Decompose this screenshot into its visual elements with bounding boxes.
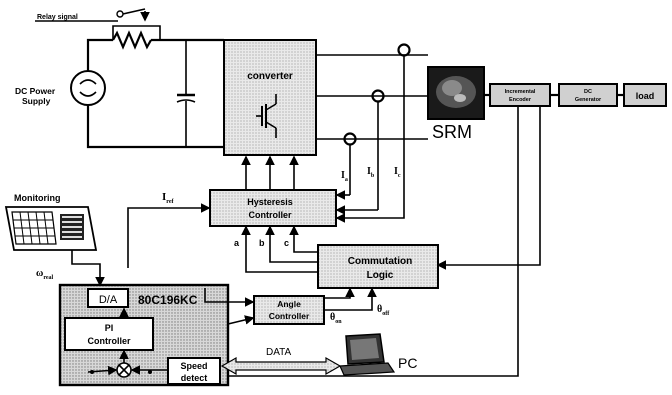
converter-box xyxy=(223,39,317,156)
hysteresis-label1: Hysteresis xyxy=(247,197,293,207)
omega-real-label: ωreal xyxy=(36,268,54,281)
current-sensor-c xyxy=(397,43,411,57)
ic-label: Ic xyxy=(394,166,401,179)
iref-label: Iref xyxy=(162,191,174,205)
load-box xyxy=(623,83,667,107)
speed-detect-label1: Speed xyxy=(180,361,207,371)
resistor-symbol xyxy=(112,30,152,50)
theta-on-label: θon xyxy=(330,312,342,325)
phase-a-label: a xyxy=(234,238,240,248)
dc-power-supply-label1: DC Power xyxy=(15,86,56,96)
monitoring-screen-icon xyxy=(4,206,98,251)
data-label: DATA xyxy=(266,347,292,358)
relay-signal-box xyxy=(35,10,130,21)
relay-signal-label: Relay signal xyxy=(37,14,78,21)
ib-label: Ib xyxy=(367,166,375,179)
pc-label: PC xyxy=(398,355,417,371)
pi-label2: Controller xyxy=(87,336,130,346)
speed-detect-label2: detect xyxy=(181,373,208,383)
angle-label1: Angle xyxy=(277,299,301,309)
load-label: load xyxy=(636,91,655,101)
commutation-label2: Logic xyxy=(367,270,394,281)
hysteresis-controller-box xyxy=(209,189,337,227)
dc-generator-label1: DC xyxy=(584,89,592,95)
dc-generator-label2: Generator xyxy=(575,97,602,103)
monitoring-label: Monitoring xyxy=(14,193,61,203)
transistor-icon xyxy=(256,94,277,138)
phase-c-label: c xyxy=(284,238,289,248)
hysteresis-label2: Controller xyxy=(248,210,291,220)
srm-label: SRM xyxy=(432,122,472,142)
ia-label: Ia xyxy=(341,170,348,183)
relay-switch-contact xyxy=(116,10,124,18)
converter-label: converter xyxy=(247,71,293,82)
commutation-label1: Commutation xyxy=(348,256,412,267)
mcu-label: 80C196KC xyxy=(138,293,198,307)
data-double-arrow xyxy=(220,356,342,376)
pi-controller-box xyxy=(64,317,154,351)
pi-label1: PI xyxy=(105,323,114,333)
da-box xyxy=(87,288,129,308)
speed-detect-box xyxy=(167,357,221,385)
encoder-label2: Encoder xyxy=(509,97,532,103)
phase-b-label: b xyxy=(259,238,265,248)
da-label: D/A xyxy=(99,294,118,306)
commutation-logic-box xyxy=(317,244,439,289)
theta-off-label: θoff xyxy=(377,304,390,317)
dc-power-supply-label2: Supply xyxy=(22,96,51,106)
dc-source-symbol xyxy=(70,70,106,106)
encoder-label1: Incremental xyxy=(505,89,536,95)
pc-laptop-icon xyxy=(339,333,396,376)
angle-controller-box xyxy=(253,295,325,325)
angle-label2: Controller xyxy=(269,311,310,321)
